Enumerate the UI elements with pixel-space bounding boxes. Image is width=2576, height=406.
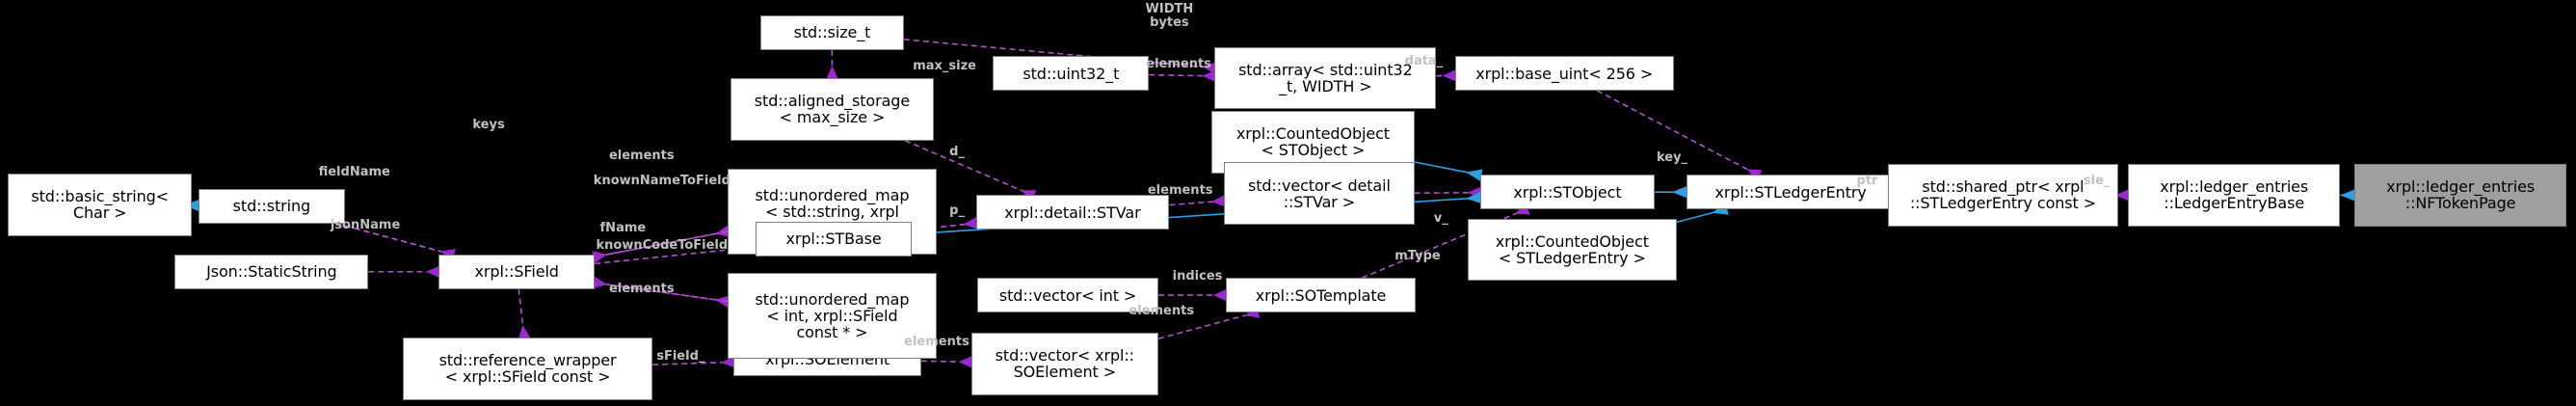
edge-label-l-widthbytes: WIDTH bytes bbox=[1145, 2, 1194, 31]
edge-label-l-elem-6: elements bbox=[904, 335, 969, 350]
node-ledgerentrybase[interactable]: xrpl::ledger_entries ::LedgerEntryBase bbox=[2128, 164, 2341, 227]
edge-label-l-key: key_ bbox=[1656, 150, 1688, 166]
node-size_t[interactable]: std::size_t bbox=[759, 15, 904, 50]
edge-label-l-sfield-1: sField_ bbox=[656, 348, 705, 364]
edge-aligned_storage-to-stvar bbox=[905, 141, 1037, 202]
node-stbase[interactable]: xrpl::STBase bbox=[756, 221, 913, 257]
edge-uint32_t-to-array_uint32 bbox=[1149, 69, 1217, 83]
node-vector_int[interactable]: std::vector< int > bbox=[977, 278, 1159, 312]
node-shared_ptr[interactable]: std::shared_ptr< xrpl ::STLedgerEntry co… bbox=[1887, 164, 2119, 227]
edge-label-l-d: d_ bbox=[949, 144, 965, 159]
node-staticstring[interactable]: Json::StaticString bbox=[174, 254, 369, 289]
edge-label-l-knownname: knownNameToField bbox=[593, 174, 730, 189]
edge-label-l-sle: sle_ bbox=[2083, 174, 2111, 189]
edge-string-to-sfield bbox=[335, 224, 456, 261]
edge-label-l-fieldname: fieldName bbox=[318, 164, 390, 179]
edge-label-l-maxsize: max_size bbox=[913, 58, 976, 73]
edge-label-l-mtype: mType bbox=[1394, 249, 1441, 264]
node-umap_int[interactable]: std::unordered_map < int, xrpl::SField c… bbox=[727, 273, 937, 360]
edge-countedobj_stobj-to-stobject bbox=[1415, 162, 1483, 182]
node-uint32_t[interactable]: std::uint32_t bbox=[993, 56, 1150, 91]
edge-sfield-to-refwrapper bbox=[518, 289, 531, 340]
edge-label-l-indices: indices bbox=[1172, 269, 1223, 284]
node-stledgerentry[interactable]: xrpl::STLedgerEntry bbox=[1686, 175, 1896, 209]
edge-countedobj_stle-to-stledgerentry bbox=[1677, 203, 1729, 222]
edge-umap_int-to-sfield bbox=[592, 276, 728, 301]
node-sfield[interactable]: xrpl::SField bbox=[438, 254, 596, 289]
edge-label-l-elem-3: elements bbox=[1146, 56, 1211, 71]
node-stobject[interactable]: xrpl::STObject bbox=[1479, 175, 1656, 209]
edge-refwrapper-to-soelement bbox=[652, 355, 736, 368]
edge-label-l-elem-2: elements bbox=[608, 282, 675, 297]
edge-label-l-elem-5: elements bbox=[1129, 303, 1195, 318]
edge-label-l-knowncode: knownCodeToField bbox=[596, 237, 729, 253]
node-string[interactable]: std::string bbox=[198, 188, 345, 224]
node-vector_stvar[interactable]: std::vector< detail ::STVar > bbox=[1224, 162, 1415, 226]
edge-umap_string-to-sfield bbox=[592, 231, 728, 263]
node-array_uint32[interactable]: std::array< std::uint32 _t, WIDTH > bbox=[1214, 46, 1437, 110]
edge-base_uint256-to-stledgerentry bbox=[1597, 91, 1763, 181]
edge-size_t-to-array_uint32 bbox=[904, 40, 1217, 75]
node-base_uint256[interactable]: xrpl::base_uint< 256 > bbox=[1454, 56, 1674, 91]
node-basic_string[interactable]: std::basic_string< Char > bbox=[8, 173, 193, 236]
edge-label-l-jsonname: jsonName bbox=[330, 217, 401, 232]
node-stvar[interactable]: xrpl::detail::STVar bbox=[975, 195, 1170, 230]
edge-label-l-v: v_ bbox=[1433, 211, 1448, 227]
edge-label-l-fname: fName bbox=[599, 220, 647, 235]
node-refwrapper[interactable]: std::reference_wrapper < xrpl::SField co… bbox=[402, 337, 653, 400]
node-vector_soelement[interactable]: std::vector< xrpl:: SOElement > bbox=[970, 332, 1159, 395]
edge-stvar-to-vector_stvar bbox=[1169, 194, 1227, 207]
edge-label-l-keys: keys bbox=[472, 118, 505, 133]
node-aligned_storage[interactable]: std::aligned_storage < max_size > bbox=[730, 77, 934, 141]
edge-label-l-elem-1: elements bbox=[608, 149, 675, 164]
edge-label-l-elem-4: elements bbox=[1147, 183, 1213, 199]
edge-soelement-to-vector_soelement bbox=[921, 355, 973, 368]
edge-label-l-p: p_ bbox=[949, 203, 965, 219]
edge-vector_soelement-to-sotemplate bbox=[1158, 306, 1261, 338]
edge-sfield-to-stbase bbox=[595, 240, 758, 263]
node-sotemplate[interactable]: xrpl::SOTemplate bbox=[1225, 278, 1417, 312]
edge-label-l-ptr: ptr bbox=[1856, 174, 1878, 189]
node-nftokenpage[interactable]: xrpl::ledger_entries ::NFTokenPage bbox=[2353, 164, 2567, 227]
edge-label-l-data: data_ bbox=[1404, 53, 1444, 68]
node-countedobj_stle[interactable]: xrpl::CountedObject < STLedgerEntry > bbox=[1467, 218, 1677, 282]
